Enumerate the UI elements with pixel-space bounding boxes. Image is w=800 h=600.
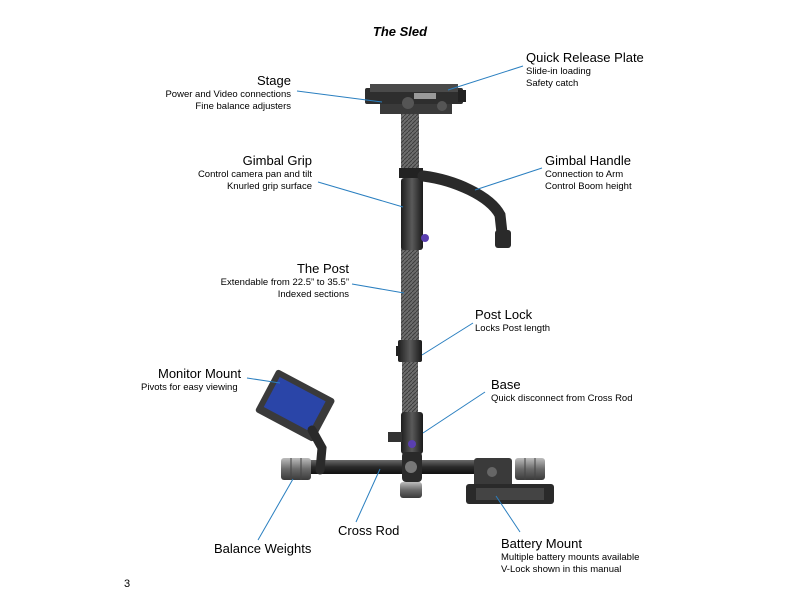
stage-heading: Stage [257,73,291,88]
monitor-mount-line-1: Pivots for easy viewing [141,382,238,393]
label-gimbal-grip: Gimbal Grip Control camera pan and tilt … [198,153,312,192]
leader-lines [246,65,543,541]
label-balance-weights: Balance Weights [214,541,311,557]
gimbal-handle-line-1: Connection to Arm [545,169,624,180]
post-lock-line-1: Locks Post length [475,323,550,334]
cross-rod-heading: Cross Rod [338,523,400,538]
stage-plate [365,84,466,114]
label-cross-rod: Cross Rod [338,523,399,539]
label-post-lock: Post Lock Locks Post length [475,307,550,335]
balance-weights-heading: Balance Weights [214,541,312,556]
label-stage: Stage Power and Video connections Fine b… [165,73,291,112]
base-line-1: Quick disconnect from Cross Rod [491,393,633,404]
page-title: The Sled [372,24,428,39]
quick-release-plate-heading: Quick Release Plate [526,50,644,65]
gimbal-grip-line-1: Control camera pan and tilt [197,169,312,180]
quick-release-plate-line-2: Safety catch [526,77,579,89]
gimbal-handle-line-2: Control Boom height [545,180,632,192]
stage-line-1: Power and Video connections [165,89,291,100]
post [401,114,419,415]
page-number: 3 [124,578,131,590]
base-heading: Base [491,377,521,392]
stage-line-2: Fine balance adjusters [195,100,291,112]
gimbal-grip-heading: Gimbal Grip [242,153,312,168]
post-lock [396,340,422,362]
the-post-line-1: Extendable from 22.5” to 35.5” [220,277,349,288]
the-post-heading: The Post [296,261,349,276]
battery-mount-line-1: Multiple battery mounts available [501,552,640,563]
cross-rod [296,452,500,498]
battery-mount [466,458,554,504]
label-battery-mount: Battery Mount Multiple battery mounts av… [501,536,639,575]
battery-mount-heading: Battery Mount [501,536,582,551]
monitor-mount-heading: Monitor Mount [158,366,242,381]
base [388,412,423,454]
label-base: Base Quick disconnect from Cross Rod [491,377,633,405]
gimbal-grip-line-2: Knurled grip surface [226,180,312,192]
label-monitor-mount: Monitor Mount Pivots for easy viewing [141,366,241,394]
quick-release-plate-line-1: Slide-in loading [526,66,591,77]
the-post-line-2: Indexed sections [277,288,349,300]
label-the-post: The Post Extendable from 22.5” to 35.5” … [221,261,349,300]
label-gimbal-handle: Gimbal Handle Connection to Arm Control … [545,153,632,192]
gimbal-grip [399,168,429,250]
label-quick-release-plate: Quick Release Plate Slide-in loading Saf… [526,50,644,89]
gimbal-handle [417,170,511,248]
monitor-mount [255,369,335,475]
balance-weights [281,458,545,480]
post-lock-heading: Post Lock [475,307,533,322]
battery-mount-line-2: V-Lock shown in this manual [501,563,622,575]
gimbal-handle-heading: Gimbal Handle [545,153,631,168]
